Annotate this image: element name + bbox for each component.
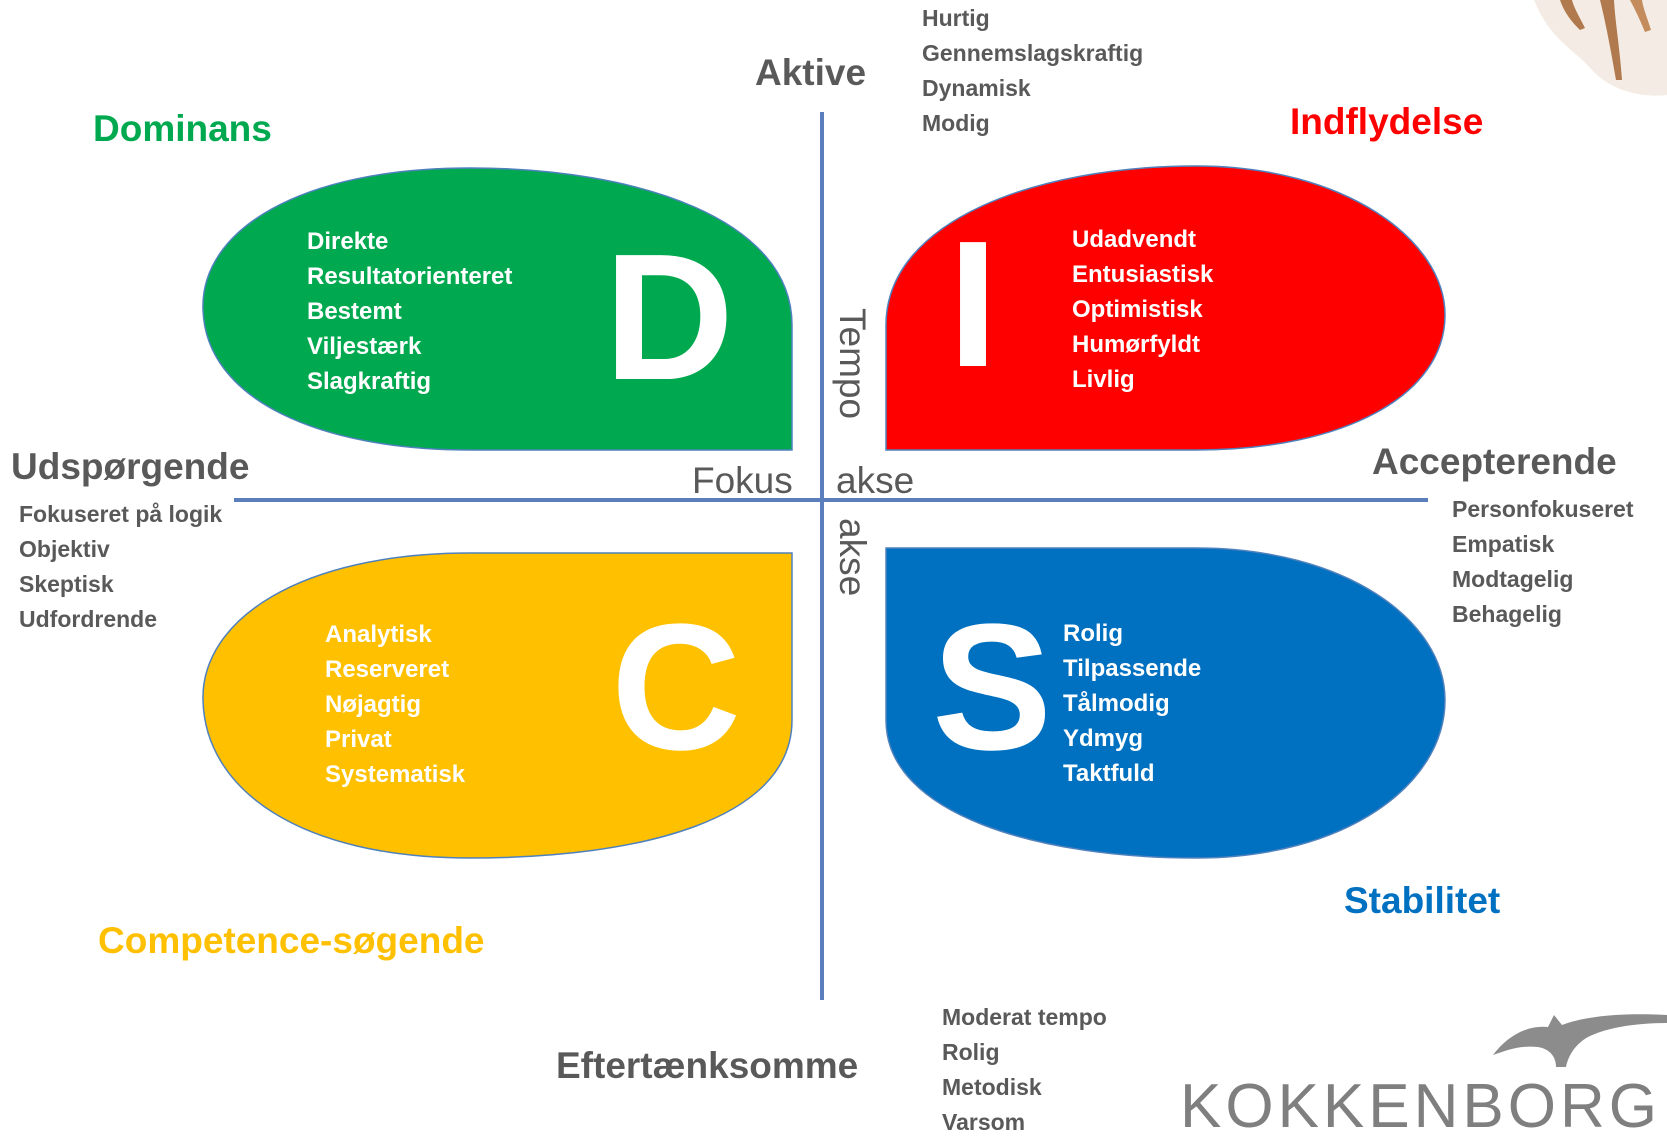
list-item: Rolig	[942, 1039, 1000, 1065]
list-item: Direkte	[307, 228, 389, 255]
quadrant-d-title: Dominans	[93, 108, 272, 149]
list-item: Bestemt	[307, 298, 402, 325]
quadrant-d-traits: Direkte Resultatorienteret Bestemt Vilje…	[307, 224, 512, 399]
list-item: Udadvendt	[1072, 226, 1197, 253]
quadrant-i-traits: Udadvendt Entusiastisk Optimistisk Humør…	[1072, 222, 1213, 397]
list-item: Hurtig	[922, 5, 990, 31]
list-item: Metodisk	[942, 1074, 1042, 1100]
quadrant-c-shape	[202, 552, 793, 859]
brand-name: KOKKENBORG	[1180, 1072, 1661, 1141]
animal-silhouette-icon	[1493, 1014, 1667, 1067]
list-item: Privat	[325, 726, 392, 753]
quadrant-s-shape	[885, 547, 1446, 859]
quadrant-c-title: Competence-søgende	[98, 920, 485, 961]
list-item: Tilpassende	[1063, 655, 1202, 682]
list-item: Varsom	[942, 1109, 1026, 1135]
quadrant-s-letter: S	[932, 587, 1053, 788]
quadrant-c-traits: Analytisk Reserveret Nøjagtig Privat Sys…	[325, 617, 465, 792]
axis-top-label: Aktive	[755, 52, 867, 93]
list-item: Empatisk	[1452, 531, 1555, 557]
list-item: Slagkraftig	[307, 368, 432, 395]
list-item: Nøjagtig	[325, 691, 421, 718]
axis-left-label: Udspørgende	[11, 446, 250, 487]
list-item: Fokuseret på logik	[19, 501, 223, 527]
animal-photo-icon	[1534, 0, 1667, 96]
fokus-axis-akse: akse	[836, 460, 915, 501]
list-item: Ydmyg	[1063, 725, 1144, 752]
list-item: Reserveret	[325, 656, 450, 683]
list-item: Analytisk	[325, 621, 432, 648]
axis-bottom-traits: Moderat tempo Rolig Metodisk Varsom	[942, 1000, 1107, 1140]
quadrant-c-letter: C	[611, 587, 741, 788]
list-item: Rolig	[1063, 620, 1123, 647]
list-item: Systematisk	[325, 761, 466, 788]
list-item: Skeptisk	[19, 571, 114, 597]
list-item: Moderat tempo	[942, 1004, 1107, 1030]
quadrant-i-letter: I	[948, 204, 999, 405]
axis-bottom-label: Eftertænksomme	[556, 1045, 859, 1086]
quadrant-i-title: Indflydelse	[1290, 101, 1484, 142]
axis-right-traits: Personfokuseret Empatisk Modtagelig Beha…	[1452, 492, 1634, 632]
list-item: Personfokuseret	[1452, 496, 1634, 522]
list-item: Optimistisk	[1072, 296, 1203, 323]
quadrant-s-traits: Rolig Tilpassende Tålmodig Ydmyg Taktful…	[1063, 616, 1201, 791]
list-item: Modtagelig	[1452, 566, 1574, 592]
quadrant-i-shape	[885, 165, 1446, 451]
list-item: Livlig	[1072, 366, 1135, 393]
list-item: Entusiastisk	[1072, 261, 1214, 288]
fokus-axis-word: Fokus	[692, 460, 793, 501]
quadrant-s-title: Stabilitet	[1344, 880, 1501, 921]
axis-top-traits: Hurtig Gennemslagskraftig Dynamisk Modig	[922, 1, 1143, 141]
quadrant-d-shape	[202, 167, 793, 451]
list-item: Taktfuld	[1063, 760, 1155, 787]
list-item: Objektiv	[19, 536, 110, 562]
list-item: Humørfyldt	[1072, 331, 1200, 358]
list-item: Gennemslagskraftig	[922, 40, 1144, 66]
list-item: Dynamisk	[922, 75, 1031, 101]
list-item: Behagelig	[1452, 601, 1562, 627]
axis-right-label: Accepterende	[1372, 441, 1617, 482]
list-item: Udfordrende	[19, 606, 157, 632]
list-item: Resultatorienteret	[307, 263, 513, 290]
axis-left-traits: Fokuseret på logik Objektiv Skeptisk Udf…	[19, 497, 222, 637]
list-item: Modig	[922, 110, 990, 136]
quadrant-d-letter: D	[604, 217, 734, 418]
tempo-axis-akse: akse	[832, 518, 873, 597]
list-item: Viljestærk	[307, 333, 422, 360]
tempo-axis-word: Tempo	[832, 308, 873, 420]
list-item: Tålmodig	[1063, 690, 1170, 717]
